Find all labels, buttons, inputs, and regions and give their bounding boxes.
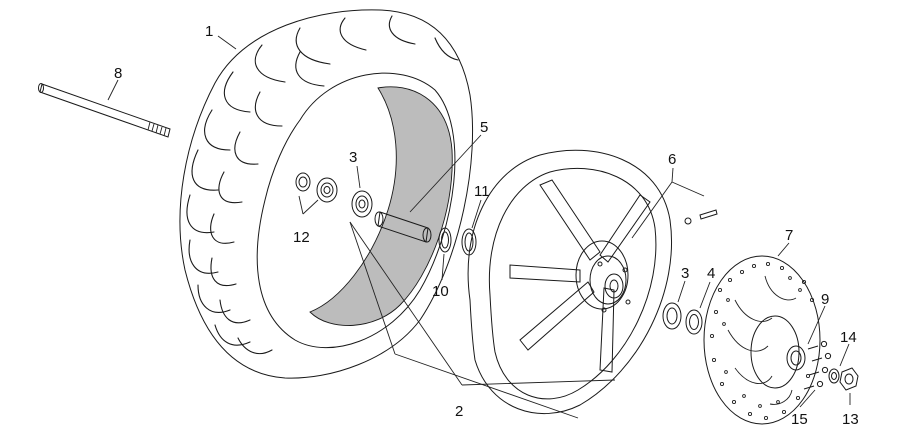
rim-part: [467, 149, 672, 415]
callout-3-left: 3: [349, 149, 357, 166]
callout-11: 11: [474, 183, 490, 200]
callout-13: 13: [842, 411, 859, 428]
circlip-part: [295, 172, 338, 203]
tire-part: [179, 9, 474, 379]
valve-part: [684, 209, 718, 225]
callout-5: 5: [480, 119, 488, 136]
right-bearing-part: [662, 302, 703, 335]
callout-14: 14: [840, 329, 857, 346]
axle-part: [38, 83, 171, 138]
callout-9: 9: [821, 291, 829, 308]
left-bearing-part: [351, 190, 373, 218]
callout-6: 6: [668, 151, 676, 168]
nut-part: [828, 367, 859, 391]
callout-labels: 1 2 3 3 4 5 6 7 8 9 10 11 12 13 14 15: [114, 23, 859, 428]
callout-4: 4: [707, 265, 715, 282]
callout-3-right: 3: [681, 265, 689, 282]
callout-1: 1: [205, 23, 213, 40]
callout-12: 12: [293, 229, 310, 246]
brake-disc-part: [703, 255, 821, 425]
disc-bolts-part: [803, 340, 832, 390]
spacer-part: [374, 211, 432, 243]
callout-8: 8: [114, 65, 122, 82]
callout-15: 15: [791, 411, 808, 428]
callout-7: 7: [785, 227, 793, 244]
callout-10: 10: [432, 283, 449, 300]
callout-2: 2: [455, 403, 463, 420]
leader-lines: [107, 35, 851, 419]
